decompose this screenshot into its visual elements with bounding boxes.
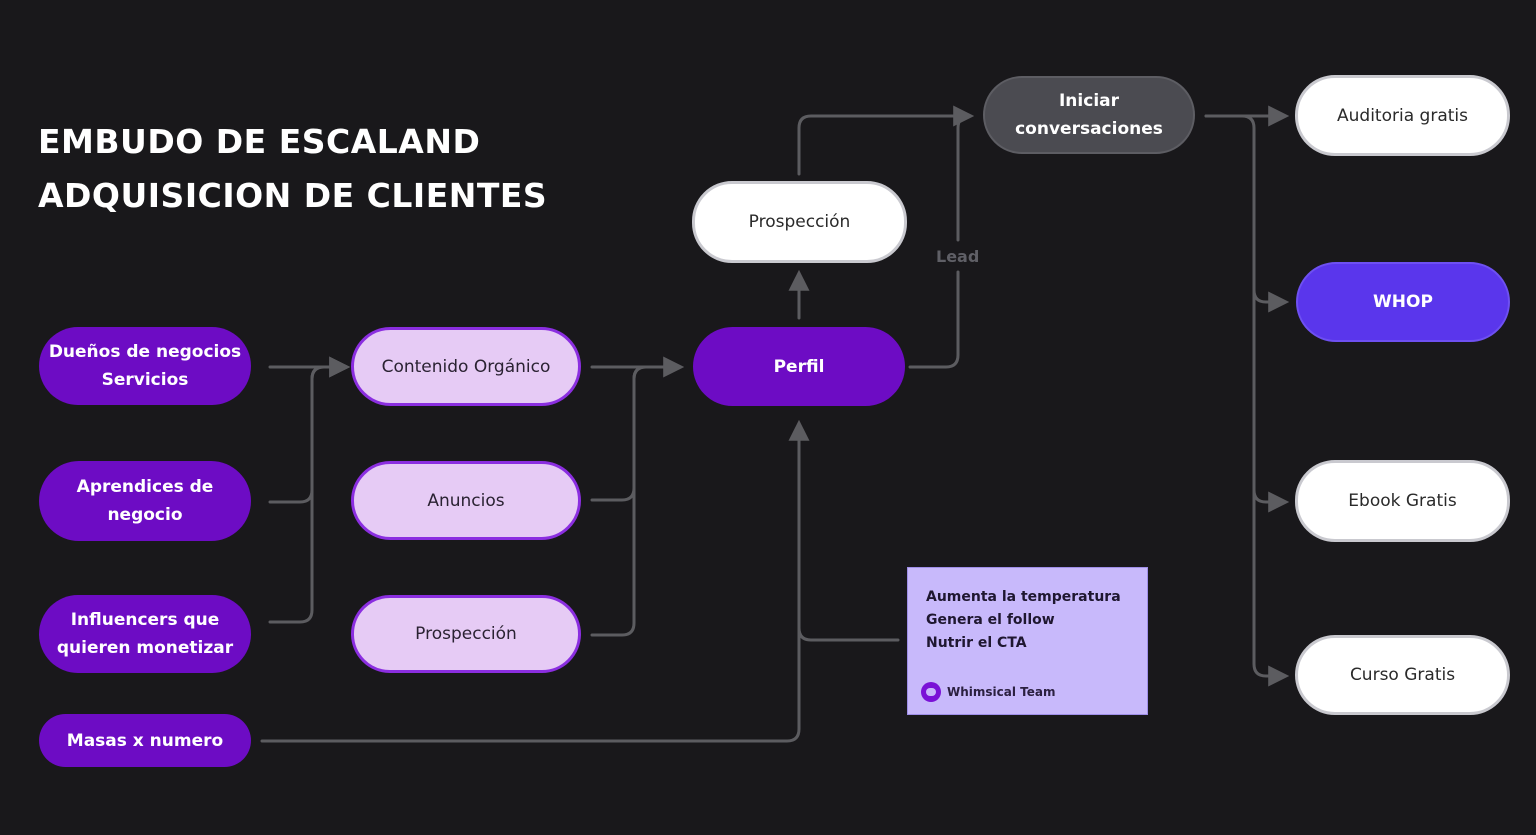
connector-lead-up-to-iniciar bbox=[956, 114, 972, 242]
connector-perfil-lead-to-iniciar bbox=[908, 270, 960, 369]
connector-influencers-to-contenido bbox=[268, 365, 326, 624]
node-contenido-organico[interactable]: Contenido Orgánico bbox=[351, 327, 581, 406]
node-perfil[interactable]: Perfil bbox=[693, 327, 905, 406]
node-ebook-gratis[interactable]: Ebook Gratis bbox=[1295, 460, 1510, 542]
node-curso-gratis[interactable]: Curso Gratis bbox=[1295, 635, 1510, 715]
sticky-author-label: Whimsical Team bbox=[947, 685, 1056, 699]
connector-masas-to-perfil bbox=[260, 419, 810, 743]
sticky-line-1: Aumenta la temperatura bbox=[926, 589, 1121, 605]
node-masas-x-numero[interactable]: Masas x numero bbox=[39, 714, 251, 767]
node-anuncios[interactable]: Anuncios bbox=[351, 461, 581, 540]
page-title-line-2: ADQUISICION DE CLIENTES bbox=[38, 176, 548, 215]
lead-label: Lead bbox=[936, 247, 980, 266]
connector-trunk-to-whop bbox=[1252, 288, 1290, 313]
whimsical-logo-icon bbox=[921, 682, 941, 702]
sticky-author: Whimsical Team bbox=[921, 682, 1056, 702]
node-auditoria-gratis[interactable]: Auditoria gratis bbox=[1295, 75, 1510, 156]
sticky-line-3: Nutrir el CTA bbox=[926, 635, 1027, 651]
node-iniciar-conversaciones[interactable]: Iniciar conversaciones bbox=[983, 76, 1195, 154]
page-title-line-1: EMBUDO DE ESCALAND bbox=[38, 122, 481, 161]
node-prospeccion-channel[interactable]: Prospección bbox=[351, 595, 581, 673]
connector-prospeccion-to-perfil bbox=[590, 365, 648, 637]
node-duenos-de-negocios[interactable]: Dueños de negocios Servicios bbox=[39, 327, 251, 405]
sticky-note[interactable]: Aumenta la temperatura Genera el follow … bbox=[907, 567, 1148, 715]
sticky-line-2: Genera el follow bbox=[926, 612, 1055, 628]
node-whop[interactable]: WHOP bbox=[1296, 262, 1510, 342]
connector-anuncios-to-perfil bbox=[590, 365, 682, 502]
connector-trunk-to-ebook bbox=[1252, 488, 1290, 513]
node-aprendices-de-negocio[interactable]: Aprendices de negocio bbox=[39, 461, 251, 541]
connector-aprendices-to-contenido bbox=[268, 356, 351, 504]
connector-iniciar-to-trunk bbox=[1204, 114, 1290, 687]
node-influencers[interactable]: Influencers que quieren monetizar bbox=[39, 595, 251, 673]
connector-prospeccion-to-iniciar bbox=[797, 105, 975, 176]
node-prospeccion-top[interactable]: Prospección bbox=[692, 181, 907, 263]
connector-sticky-to-perfil bbox=[797, 626, 900, 642]
